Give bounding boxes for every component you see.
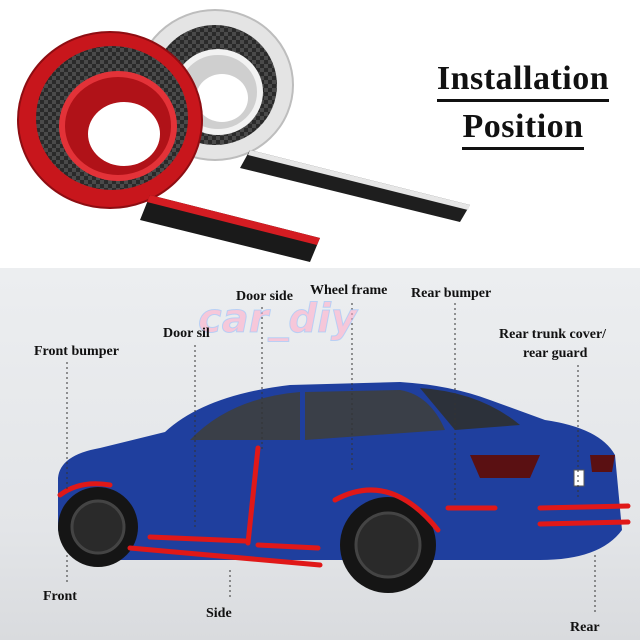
label-rear-trunk-line-1: Rear trunk cover/ xyxy=(499,327,607,342)
label-leader-lines xyxy=(66,303,596,615)
label-rear-bumper: Rear bumper xyxy=(411,286,492,301)
heading-line-2: Position xyxy=(408,108,638,150)
heading-line-1: Installation xyxy=(408,60,638,102)
blue-sedan xyxy=(58,382,622,593)
trim-highlights xyxy=(57,445,631,568)
label-door-side: Door side xyxy=(236,289,293,304)
label-side: Side xyxy=(206,606,232,621)
label-front-bumper: Front bumper xyxy=(34,344,119,359)
red-trim-roll xyxy=(17,31,320,262)
label-wheel-frame: Wheel frame xyxy=(310,283,388,298)
label-rear-trunk-line-2: rear guard xyxy=(523,346,588,361)
watermark: car_diy xyxy=(198,296,358,343)
label-door-sill: Door sil xyxy=(163,326,210,341)
label-rear: Rear xyxy=(570,620,600,635)
label-front: Front xyxy=(43,589,77,604)
